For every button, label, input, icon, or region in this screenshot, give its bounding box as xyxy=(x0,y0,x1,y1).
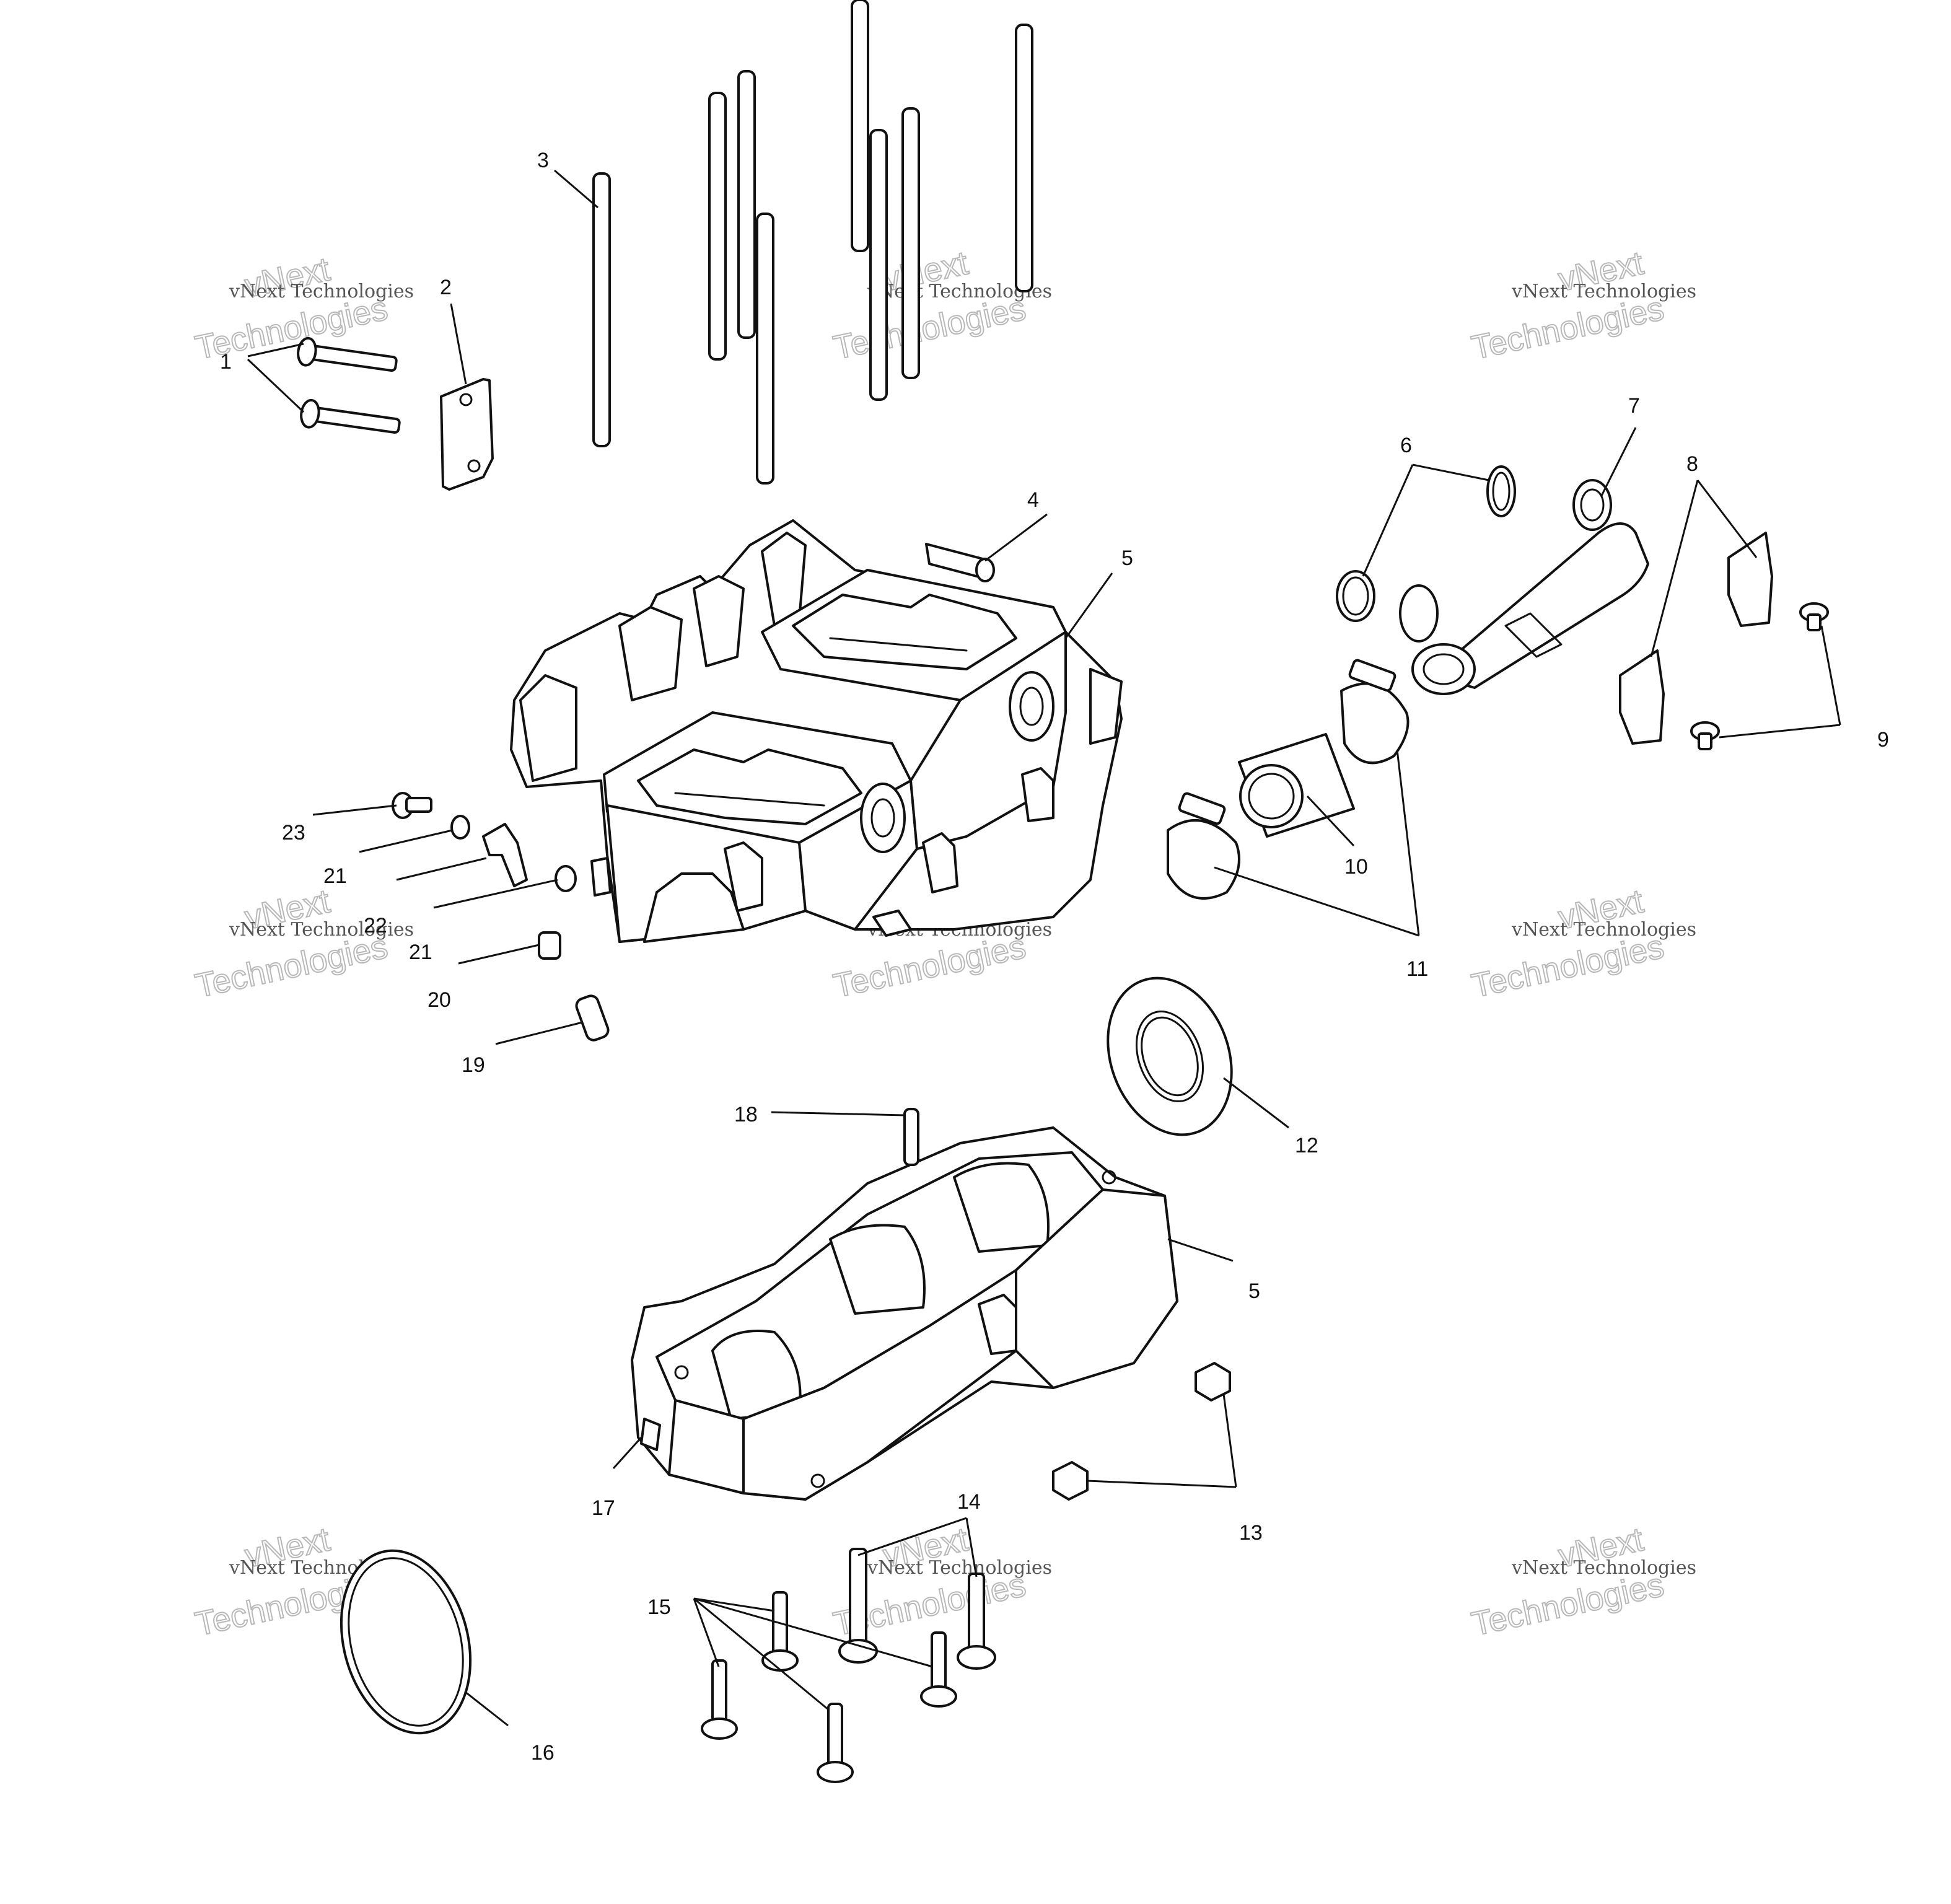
svg-text:vNext Technologies: vNext Technologies xyxy=(229,919,414,941)
part-7-elbow-hose xyxy=(1399,479,1649,695)
callout-2: 2 xyxy=(440,276,452,299)
part-2-cover-plate xyxy=(440,378,494,491)
lower-crankcase xyxy=(631,1126,1178,1501)
callout-5-lower: 5 xyxy=(1248,1279,1260,1303)
callout-18: 18 xyxy=(734,1103,758,1126)
svg-text:vNext Technologies: vNext Technologies xyxy=(229,281,414,302)
part-9-screws xyxy=(1690,602,1829,750)
part-22-fitting xyxy=(482,823,528,887)
part-10-sleeve xyxy=(1238,733,1355,838)
watermark-top-center: vNext vNext Technologies Technologies xyxy=(830,243,1052,367)
svg-text:vNext Technologies: vNext Technologies xyxy=(867,1557,1052,1579)
callout-1: 1 xyxy=(220,350,232,374)
part-23-bolt xyxy=(392,792,432,819)
part-14-bolts xyxy=(838,1548,996,1670)
watermark-top-right: vNext vNext Technologies Technologies xyxy=(1468,243,1696,367)
callout-11: 11 xyxy=(1406,957,1428,981)
part-3-studs xyxy=(592,0,1033,485)
callout-10: 10 xyxy=(1344,855,1368,879)
part-1-pins xyxy=(297,336,401,434)
part-6-o-rings xyxy=(1336,465,1516,622)
part-15-bolts xyxy=(701,1591,957,1783)
callout-21-upper: 21 xyxy=(323,864,347,888)
callout-19: 19 xyxy=(462,1053,485,1077)
callout-16: 16 xyxy=(531,1741,555,1765)
callout-5-upper: 5 xyxy=(1121,546,1133,570)
callout-6: 6 xyxy=(1400,434,1412,457)
callout-17: 17 xyxy=(592,1496,615,1520)
part-8-brackets xyxy=(1619,532,1773,745)
svg-text:vNext Technologies: vNext Technologies xyxy=(1511,1557,1696,1579)
part-13-plugs xyxy=(1052,1362,1231,1501)
callout-8: 8 xyxy=(1686,452,1698,476)
callout-7: 7 xyxy=(1628,394,1640,418)
part-18-stud xyxy=(903,1108,919,1166)
callout-22: 22 xyxy=(364,914,387,937)
part-19-dowel xyxy=(575,994,610,1042)
part-12-seal xyxy=(1107,976,1233,1136)
leader-lines xyxy=(247,169,1841,1727)
part-16-ring xyxy=(340,1549,472,1735)
part-21-washers xyxy=(450,815,577,892)
part-11-hose-clamps xyxy=(1167,659,1410,900)
callout-labels: 1 2 3 4 5 6 7 8 9 10 11 12 5 13 14 15 16… xyxy=(220,149,1889,1765)
part-4-dowel xyxy=(925,543,995,582)
upper-crankcase xyxy=(510,519,1123,943)
callout-4: 4 xyxy=(1027,488,1039,512)
callout-13: 13 xyxy=(1239,1521,1263,1545)
svg-text:vNext Technologies: vNext Technologies xyxy=(1511,281,1696,302)
svg-text:vNext Technologies: vNext Technologies xyxy=(1511,919,1696,941)
callout-14: 14 xyxy=(957,1490,981,1514)
callout-20: 20 xyxy=(427,988,451,1012)
callout-23: 23 xyxy=(282,821,305,845)
callout-15: 15 xyxy=(647,1595,671,1619)
part-20-plug xyxy=(538,931,561,960)
watermark-mid-left: vNext vNext Technologies Technologies xyxy=(191,882,414,1005)
callout-21-lower: 21 xyxy=(409,941,432,964)
callout-12: 12 xyxy=(1295,1134,1318,1157)
callout-3: 3 xyxy=(537,149,549,172)
callout-9: 9 xyxy=(1877,728,1889,752)
watermark-bottom-right: vNext vNext Technologies Technologies xyxy=(1468,1520,1696,1643)
watermark-mid-right: vNext vNext Technologies Technologies xyxy=(1468,882,1696,1005)
